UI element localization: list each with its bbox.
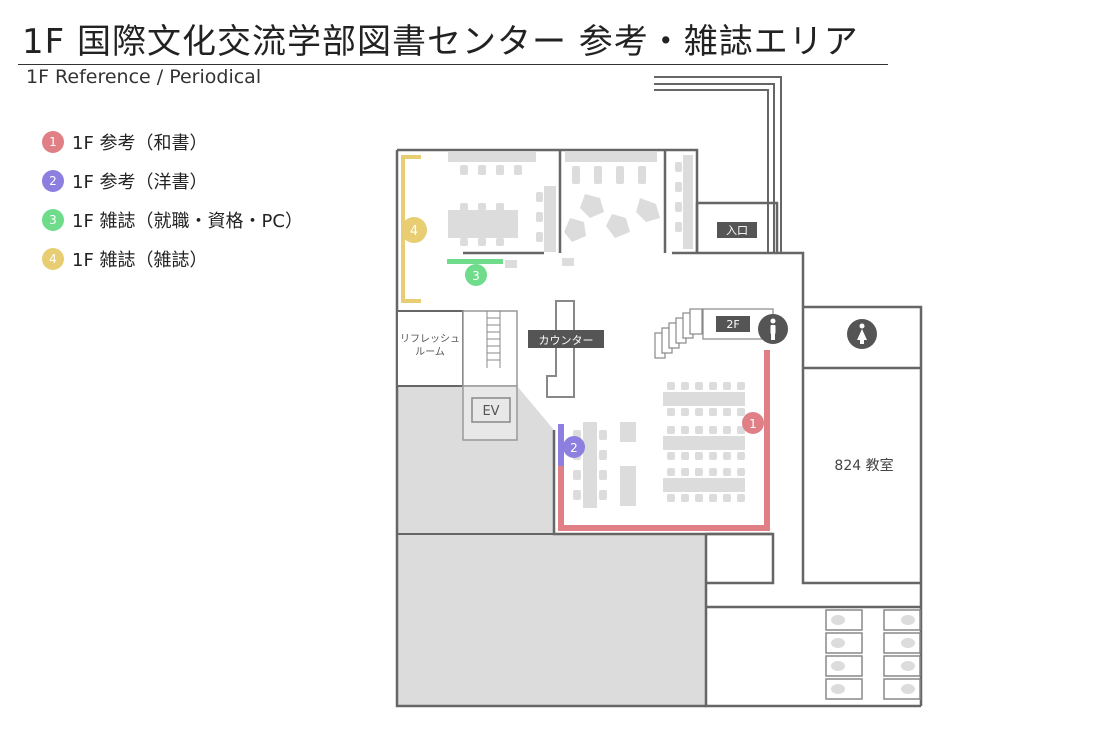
- female-restroom-icon: [847, 319, 877, 349]
- map-marker-2: 2: [563, 436, 585, 458]
- page-title: 1F 国際文化交流学部図書センター 参考・雑誌エリア: [22, 22, 859, 62]
- refresh-room-label-2: ルーム: [415, 346, 445, 358]
- svg-text:3: 3: [472, 269, 480, 283]
- legend-label-1: 1F 参考（和書）: [72, 132, 208, 154]
- legend-marker-2: 2: [42, 169, 64, 192]
- service-counter: [546, 300, 575, 398]
- svg-text:1: 1: [749, 417, 757, 431]
- legend-label-2: 1F 参考（洋書）: [72, 171, 208, 193]
- map-marker-4: 4: [401, 217, 427, 243]
- legend-label-3: 1F 雑誌（就職・資格・PC）: [72, 210, 303, 232]
- legend-item-1: 1 1F 参考（和書）: [42, 122, 303, 161]
- staircase-2f: [654, 308, 774, 359]
- map-marker-1: 1: [742, 412, 764, 434]
- legend: 1 1F 参考（和書） 2 1F 参考（洋書） 3 1F 雑誌（就職・資格・PC…: [42, 122, 303, 278]
- reading-furniture-lower: [573, 382, 745, 508]
- refresh-room-label-1: リフレッシュ: [400, 334, 460, 345]
- stairs-2f-sign: [716, 316, 750, 332]
- legend-item-2: 2 1F 参考（洋書）: [42, 161, 303, 200]
- shaded-area-bottom: [396, 533, 707, 707]
- entrance-corridor: [654, 76, 782, 253]
- staircase-left: [462, 310, 518, 387]
- legend-marker-3: 3: [42, 208, 64, 231]
- svg-text:2: 2: [570, 441, 578, 455]
- svg-text:4: 4: [410, 224, 418, 239]
- shelf-zone-3: [447, 259, 503, 264]
- stairs-2f-label: 2F: [726, 318, 739, 331]
- refresh-room: [396, 310, 464, 387]
- counter-sign: [528, 330, 604, 348]
- legend-item-3: 3 1F 雑誌（就職・資格・PC）: [42, 200, 303, 239]
- entrance-sign: [717, 222, 757, 238]
- shelf-zone-1: [558, 350, 770, 531]
- title-divider: [18, 64, 888, 65]
- legend-item-4: 4 1F 雑誌（雑誌）: [42, 239, 303, 278]
- building-walls: [395, 148, 923, 708]
- male-restroom-icon: [758, 314, 788, 344]
- reading-furniture-upper: [448, 152, 693, 268]
- shelf-zone-2: [558, 424, 564, 466]
- legend-marker-1: 1: [42, 130, 64, 153]
- legend-label-4: 1F 雑誌（雑誌）: [72, 249, 208, 271]
- legend-marker-4: 4: [42, 247, 64, 270]
- classroom-label: 824 教室: [834, 457, 893, 474]
- page-subtitle: 1F Reference / Periodical: [26, 66, 262, 88]
- ev-label: EV: [482, 404, 499, 419]
- entrance-label: 入口: [726, 224, 748, 237]
- counter-label: カウンター: [539, 334, 594, 347]
- map-marker-3: 3: [465, 264, 487, 286]
